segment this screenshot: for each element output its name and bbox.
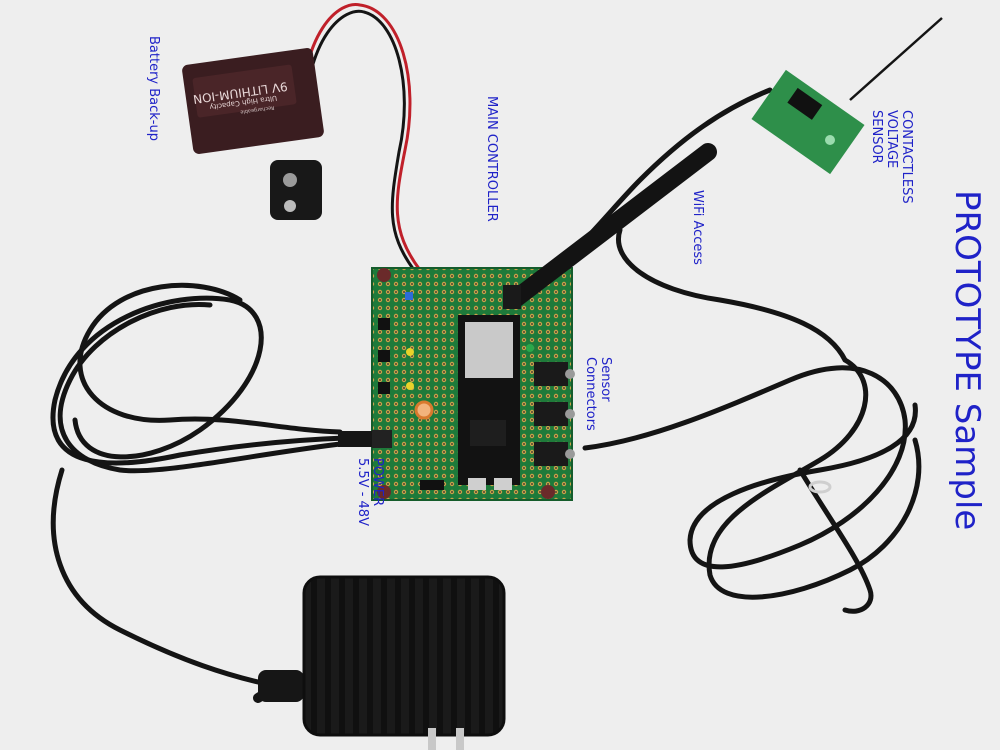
- power-connector: [338, 430, 392, 448]
- wifi-access-text: WiFi Access: [690, 190, 705, 265]
- battery-clip: [270, 160, 322, 220]
- power-label: POWER 5.5V - 48V: [354, 458, 385, 526]
- contactless-line3: SENSOR: [869, 110, 885, 164]
- prototype-title-text: PROTOTYPE Sample: [947, 190, 987, 531]
- contactless-sensor-label: CONTACTLESS VOLTAGE SENSOR: [868, 110, 914, 204]
- power-line2: 5.5V - 48V: [355, 458, 371, 526]
- sensor-connector-3: [534, 442, 568, 466]
- sensor-cable-coil: [582, 357, 922, 614]
- power-cable-coil: [50, 282, 348, 693]
- contactless-sensor-board: [751, 17, 943, 175]
- contactless-line2: VOLTAGE: [884, 110, 900, 169]
- power-adapter: [253, 575, 506, 750]
- main-controller-text: MAIN CONTROLLER: [484, 96, 499, 222]
- battery-backup-label: Battery Back-up: [145, 36, 161, 141]
- sensor-connectors-line1: Sensor: [598, 357, 613, 402]
- sensor-connector-2: [534, 402, 568, 426]
- sensor-connector-1: [534, 362, 568, 386]
- contactless-line1: CONTACTLESS: [899, 110, 914, 204]
- main-controller-board: [371, 267, 575, 501]
- sensor-wire-antenna: [849, 17, 943, 101]
- wifi-antenna: [503, 143, 717, 309]
- cable-tie: [808, 480, 832, 494]
- sensor-connectors-line2: Connectors: [583, 357, 599, 431]
- power-line1: POWER: [370, 458, 385, 507]
- battery-wire: [298, 2, 422, 272]
- sensor-connectors-label: Sensor Connectors: [582, 357, 613, 431]
- battery: 9V LITHIUM-ION Ultra High Capacity Recha…: [182, 48, 324, 154]
- prototype-title: PROTOTYPE Sample: [947, 190, 987, 531]
- wifi-access-label: WiFi Access: [689, 190, 705, 265]
- battery-backup-text: Battery Back-up: [146, 36, 161, 141]
- main-controller-label: MAIN CONTROLLER: [483, 96, 499, 222]
- battery-text-line3: Rechargeable: [240, 104, 275, 115]
